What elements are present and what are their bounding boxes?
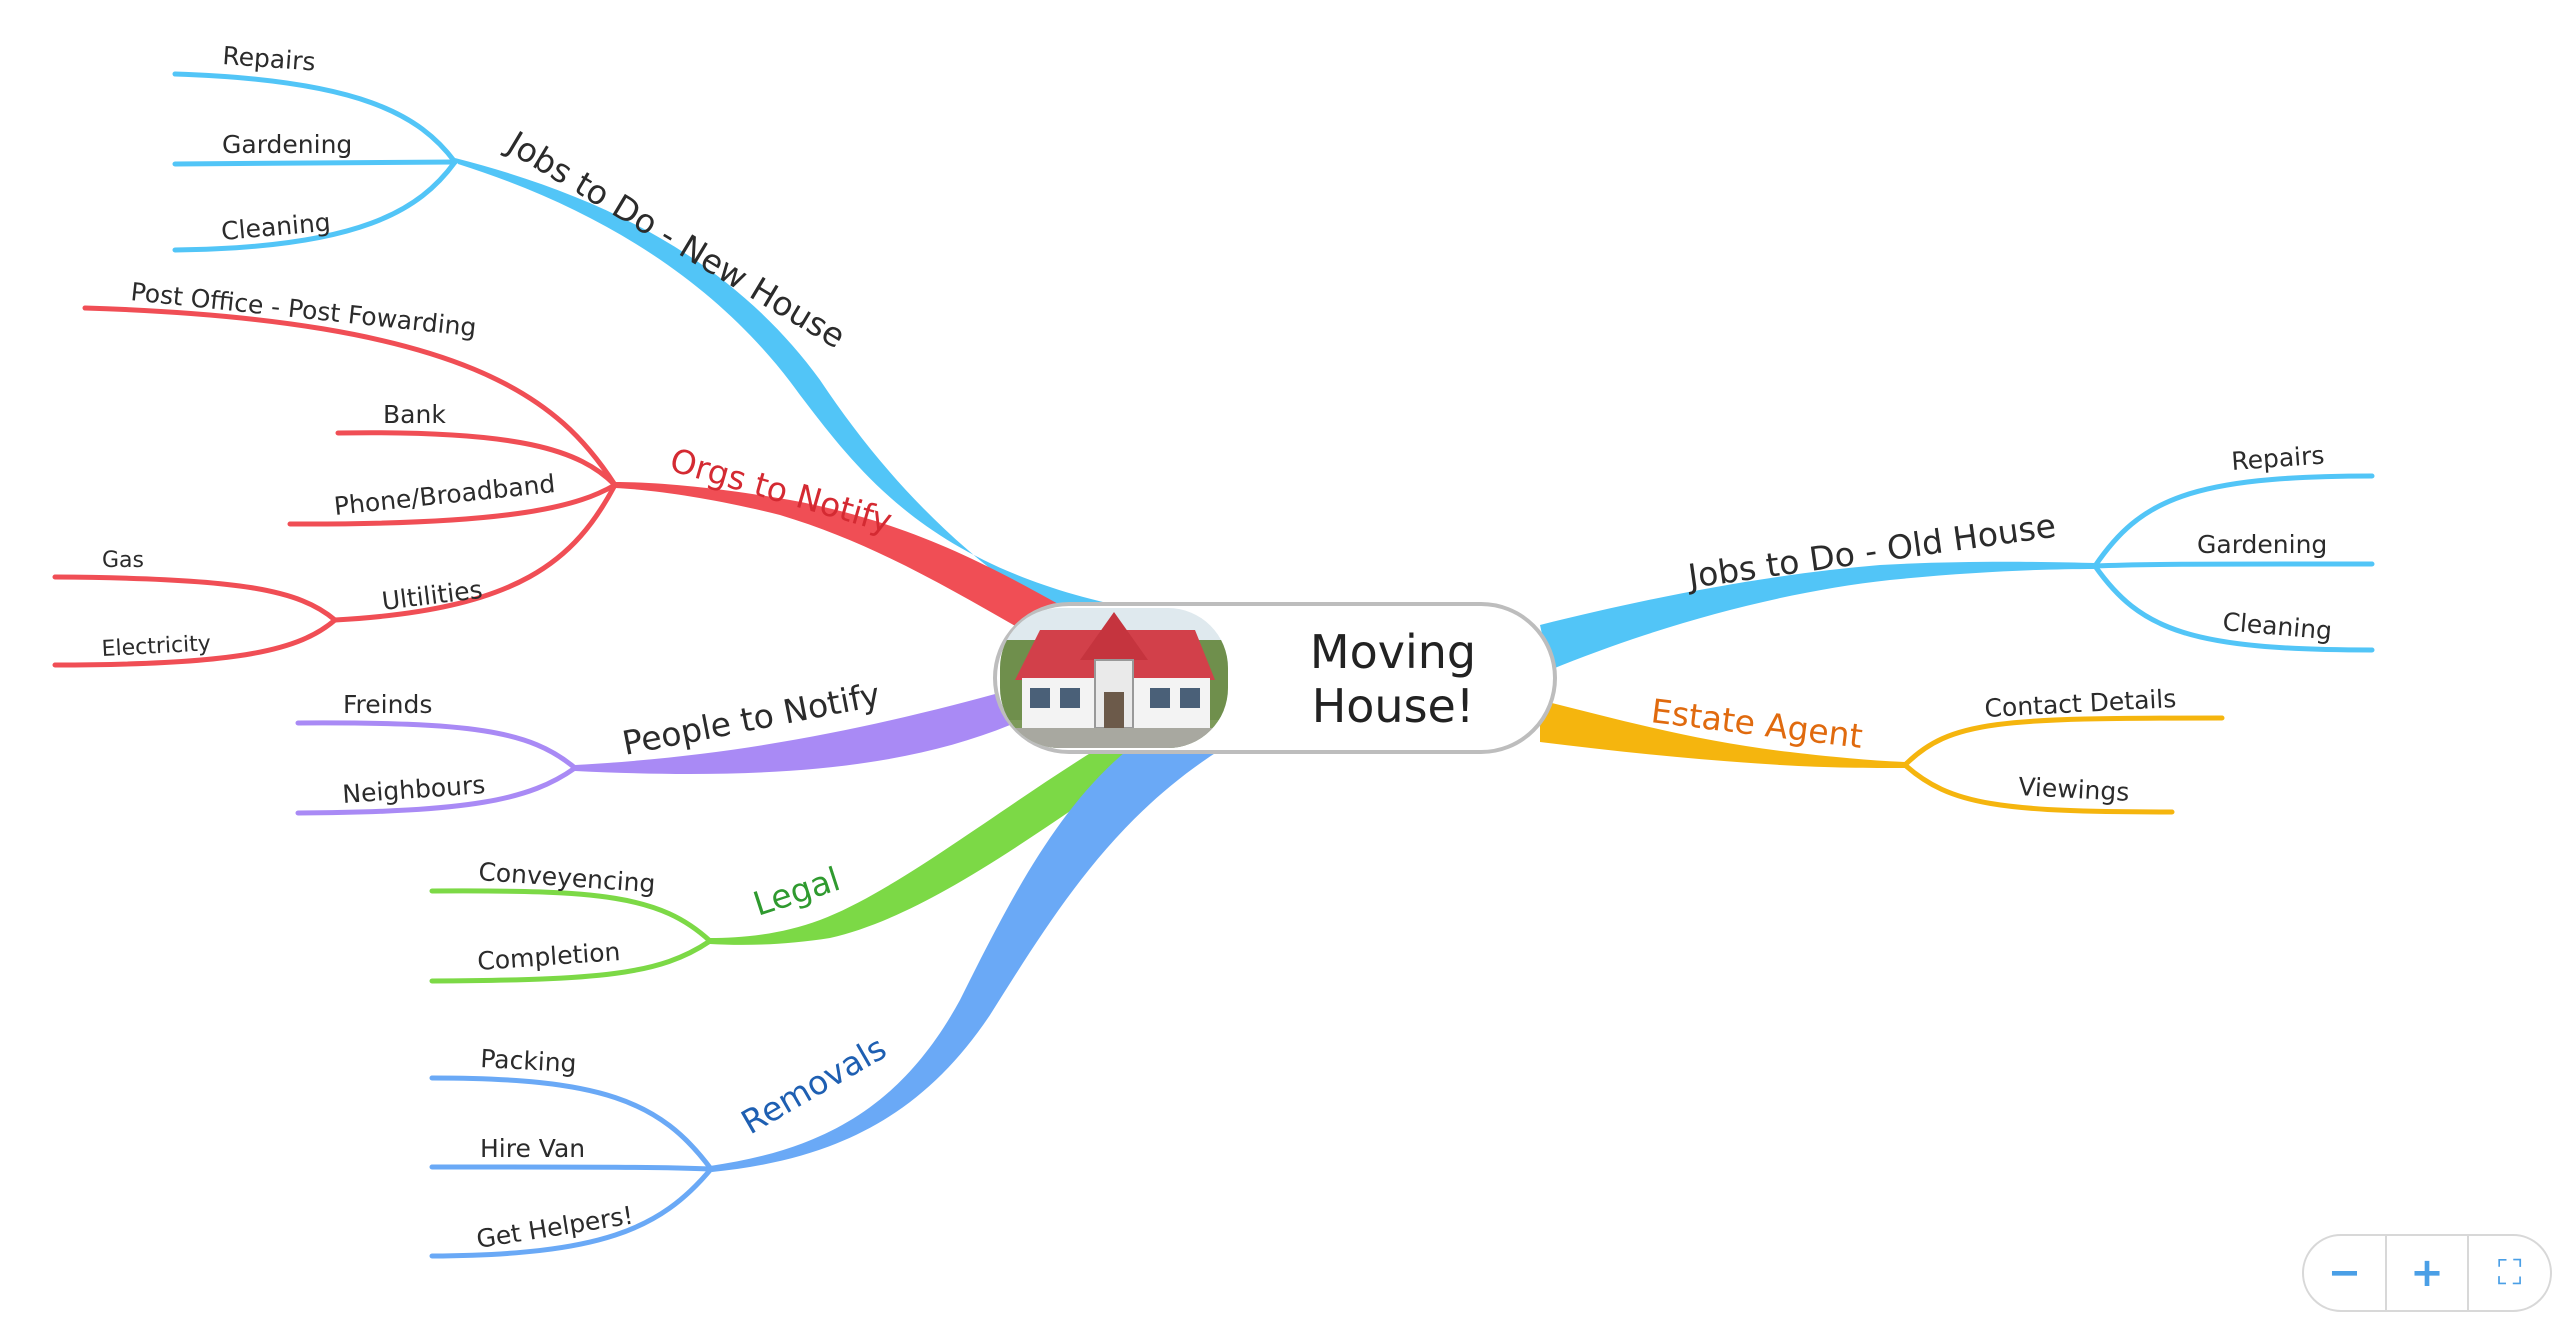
sub-label-post-office[interactable]: Post Office - Post Fowarding (129, 277, 477, 342)
zoom-divider (2384, 1236, 2387, 1310)
fit-screen-button[interactable]: ⛶ (2469, 1236, 2550, 1310)
zoom-controls: − + ⛶ (2302, 1234, 2552, 1312)
sub-line-gas[interactable] (52, 574, 338, 623)
sub-label-freinds[interactable]: Freinds (343, 690, 432, 719)
central-title-line1: Moving (1310, 625, 1476, 679)
central-node[interactable]: Moving House! (993, 602, 1557, 754)
branch-line-old-house[interactable] (1540, 561, 2095, 670)
sub-label-gas[interactable]: Gas (102, 548, 144, 573)
sub-label-repairs-new[interactable]: Repairs (222, 41, 317, 76)
sub-line-gardening-new[interactable] (172, 159, 458, 167)
sub-label-viewings[interactable]: Viewings (2018, 772, 2130, 807)
sub-line-post-office[interactable] (82, 305, 618, 488)
sub-line-conveyencing[interactable] (429, 888, 713, 944)
sub-line-neighbours[interactable] (295, 765, 578, 816)
sub-line-packing[interactable] (429, 1075, 714, 1172)
sub-line-gardening-old[interactable] (2092, 561, 2375, 569)
sub-label-gardening-new[interactable]: Gardening (222, 130, 352, 159)
sub-line-repairs-new[interactable] (172, 71, 458, 165)
sub-line-cleaning-new[interactable] (172, 159, 458, 253)
sub-line-cleaning-old[interactable] (2092, 563, 2375, 653)
sub-label-utilities[interactable]: Ultilities (380, 575, 484, 616)
zoom-in-button[interactable]: + (2387, 1236, 2468, 1310)
sub-line-viewings[interactable] (1902, 762, 2175, 815)
sub-label-packing[interactable]: Packing (480, 1044, 578, 1078)
branch-label-old-house[interactable]: Jobs to Do - Old House (1684, 506, 2058, 596)
branch-label-legal[interactable]: Legal (748, 859, 844, 923)
branch-line-people[interactable] (575, 690, 1010, 775)
sub-label-hire-van[interactable]: Hire Van (480, 1134, 585, 1163)
central-title-line2: House! (1312, 679, 1475, 733)
sub-line-get-helpers[interactable] (429, 1166, 714, 1259)
branch-line-removals[interactable] (710, 740, 1220, 1172)
sub-line-freinds[interactable] (295, 720, 578, 771)
branch-label-new-house[interactable]: Jobs to Do - New House (499, 122, 852, 356)
sub-line-completion[interactable] (429, 938, 713, 984)
branch-line-legal[interactable] (710, 735, 1160, 945)
sub-label-completion[interactable]: Completion (476, 937, 621, 976)
plus-icon: + (2410, 1250, 2444, 1296)
sub-label-electricity[interactable]: Electricity (101, 631, 211, 662)
zoom-out-button[interactable]: − (2304, 1236, 2385, 1310)
sub-label-repairs-old[interactable]: Repairs (2230, 441, 2325, 476)
sub-line-utilities[interactable] (332, 482, 618, 623)
sub-line-electricity[interactable] (52, 617, 338, 668)
house-photo-icon (1000, 608, 1228, 748)
minus-icon: − (2327, 1250, 2362, 1296)
sub-line-bank[interactable] (335, 430, 618, 488)
zoom-divider (2467, 1236, 2470, 1310)
sub-label-cleaning-old[interactable]: Cleaning (2221, 607, 2333, 645)
sub-line-contact[interactable] (1902, 715, 2225, 768)
sub-line-hire-van[interactable] (429, 1164, 714, 1172)
branch-line-new-house[interactable] (455, 158, 1170, 630)
sub-label-bank[interactable]: Bank (383, 400, 446, 429)
sub-label-gardening-old[interactable]: Gardening (2197, 530, 2327, 559)
sub-line-repairs-old[interactable] (2092, 473, 2375, 569)
sub-line-phone[interactable] (287, 482, 618, 527)
fit-screen-icon: ⛶ (2497, 1253, 2522, 1293)
branch-line-estate[interactable] (1540, 700, 1905, 768)
